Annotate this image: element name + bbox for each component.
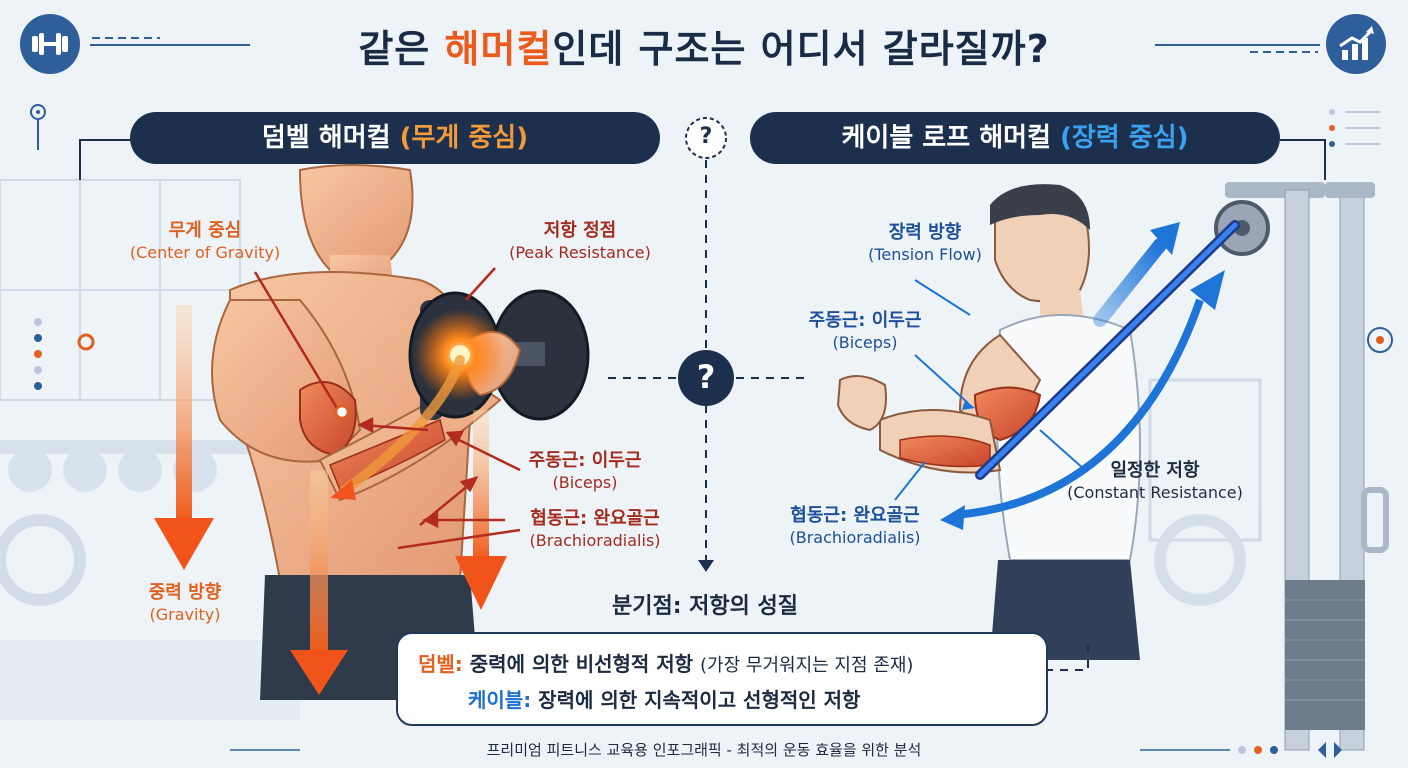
constant-resistance-ko: 일정한 저항 [1110,460,1200,481]
title-part2: 인데 구조는 어디서 갈라질까? [552,27,1050,71]
right-synergist-en: (Brachioradialis) [789,527,921,547]
gravity-en: (Gravity) [149,604,221,624]
left-leader-lines [253,267,521,550]
cable-panel-title: 케이블 로프 해머컬 (장력 중심) [750,112,1280,164]
footer-caption: 프리미엄 피트니스 교육용 인포그래픽 - 최적의 운동 효율을 위한 분석 [486,741,922,759]
peak-resistance-ko: 저항 정점 [543,220,617,241]
growth-chart-icon [1326,14,1386,74]
peak-resistance-label: 저항 정점 (Peak Resistance) [480,220,680,263]
summary-dumbbell-key: 덤벨: [418,652,463,676]
summary-cable-key: 케이블: [468,688,532,712]
title-part1: 같은 [358,27,445,71]
gravity-ko: 중력 방향 [148,582,222,603]
left-synergist-en: (Brachioradialis) [529,530,661,550]
peak-resistance-en: (Peak Resistance) [509,242,651,262]
left-synergist-ko: 협동근: 완요골근 [530,508,660,529]
dumbbell-icon [20,14,80,74]
cable-machine [1214,182,1389,751]
page-title: 같은 해머컬인데 구조는 어디서 갈라질까? [0,18,1408,73]
header-rules [90,37,1320,53]
cable-and-tension-arrows [894,220,1240,530]
tension-flow-ko: 장력 방향 [888,222,962,243]
summary-cable-line: 케이블: 장력에 의한 지속적이고 선형적인 저항 [468,684,860,713]
summary-box: 덤벨: 중력에 의한 비선형적 저항 (가장 무거워지는 지점 존재) 케이블:… [396,632,1048,726]
tension-flow-label: 장력 방향 (Tension Flow) [845,222,1005,265]
cable-panel-title-main: 케이블 로프 해머컬 [841,123,1060,153]
left-agonist-en: (Biceps) [552,472,618,492]
center-of-gravity-label: 무게 중심 (Center of Gravity) [100,220,310,263]
central-connectors [608,160,1089,671]
left-synergist-label: 협동근: 완요골근 (Brachioradialis) [500,508,690,551]
right-agonist-ko: 주동근: 이두근 [808,310,922,331]
summary-dumbbell-line: 덤벨: 중력에 의한 비선형적 저항 (가장 무거워지는 지점 존재) [418,648,913,677]
tension-flow-en: (Tension Flow) [868,244,982,264]
dumbbell-panel-title-main: 덤벨 해머컬 [261,123,400,153]
branch-point-label: 분기점: 저항의 성질 [611,594,799,619]
center-question-circle [678,350,734,406]
center-of-gravity-ko: 무게 중심 [168,220,242,241]
pill-connectors [79,139,1326,180]
gym-background-right [1148,378,1262,606]
decorative-dots [30,104,1393,758]
left-agonist-ko: 주동근: 이두근 [528,450,642,471]
right-agonist-en: (Biceps) [832,332,898,352]
branch-arrowhead [698,560,714,572]
right-synergist-ko: 협동근: 완요골근 [790,505,920,526]
constant-resistance-label: 일정한 저항 (Constant Resistance) [1050,460,1260,503]
cable-panel-title-accent: (장력 중심) [1060,123,1189,153]
summary-dumbbell-text: 중력에 의한 비선형적 저항 [462,652,701,676]
summary-dumbbell-note: (가장 무거워지는 지점 존재) [700,655,914,676]
constant-resistance-en: (Constant Resistance) [1067,482,1243,502]
left-agonist-label: 주동근: 이두근 (Biceps) [500,450,670,493]
right-agonist-label: 주동근: 이두근 (Biceps) [785,310,945,353]
title-accent: 해머컬 [444,27,553,71]
center-question-mark: ? [696,358,716,396]
dumbbell-panel-title-accent: (무게 중심) [399,123,529,153]
dumbbell-panel-title: 덤벨 해머컬 (무게 중심) [130,112,660,164]
center-of-gravity-en: (Center of Gravity) [129,242,281,262]
right-synergist-label: 협동근: 완요골근 (Brachioradialis) [755,505,955,548]
gravity-label: 중력 방향 (Gravity) [110,582,260,625]
summary-cable-text: 장력에 의한 지속적이고 선형적인 저항 [531,688,861,712]
top-question-mark: ? [699,124,713,149]
top-question-circle [685,117,727,159]
gravity-arrows [154,305,507,695]
